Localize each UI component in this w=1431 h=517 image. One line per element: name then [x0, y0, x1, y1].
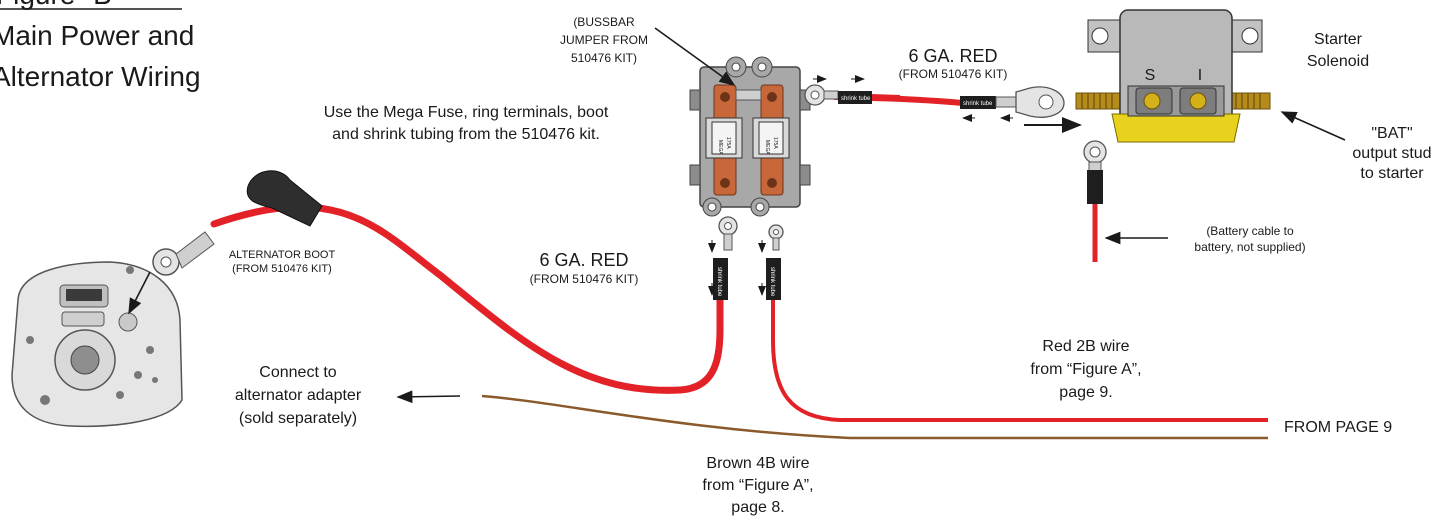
direction-arrows-vertical	[708, 240, 766, 296]
alternator-boot	[246, 170, 323, 227]
figure-subtitle-line2: Alternator Wiring	[0, 61, 201, 92]
svg-text:page 9.: page 9.	[1059, 384, 1112, 401]
alternator-boot-label: ALTERNATOR BOOT (FROM 510476 KIT)	[229, 249, 336, 275]
solenoid-i-terminal: I	[1198, 67, 1202, 84]
usage-note: Use the Mega Fuse, ring terminals, boot …	[324, 104, 609, 143]
bussbar-label: (BUSSBAR JUMPER FROM 510476 KIT)	[560, 15, 648, 65]
svg-text:(sold separately): (sold separately)	[239, 410, 357, 427]
svg-text:page 8.: page 8.	[731, 499, 784, 516]
svg-text:(Battery cable to: (Battery cable to	[1206, 224, 1294, 238]
shrink-tube-right: shrink tube	[766, 258, 781, 300]
fuse-ring-terminal-left	[718, 216, 738, 251]
solenoid-label: Starter Solenoid	[1307, 31, 1369, 70]
svg-text:6 GA. RED: 6 GA. RED	[539, 250, 628, 270]
brown-4b-wire	[481, 394, 1268, 440]
top-cable-label: 6 GA. RED (FROM 510476 KIT)	[899, 46, 1008, 81]
battery-cable-label: (Battery cable to battery, not supplied)	[1194, 224, 1305, 254]
alternator-cable-label: 6 GA. RED (FROM 510476 KIT)	[530, 250, 639, 286]
solenoid-s-terminal: S	[1145, 67, 1156, 84]
top-right-ring-terminal	[995, 86, 1065, 118]
alternator-ring-terminal	[152, 231, 215, 276]
top-left-ring-terminal	[804, 84, 839, 106]
svg-text:Connect to: Connect to	[259, 364, 336, 381]
svg-text:MEGA: MEGA	[764, 140, 770, 155]
figure-heading: Figure "B" Main Power and Alternator Wir…	[0, 0, 201, 92]
svg-text:output stud: output stud	[1352, 145, 1431, 162]
shrink-tube-left: shrink tube	[713, 258, 728, 300]
svg-text:battery, not supplied): battery, not supplied)	[1194, 240, 1305, 254]
svg-text:6 GA. RED: 6 GA. RED	[908, 46, 997, 66]
svg-text:alternator adapter: alternator adapter	[235, 387, 362, 404]
svg-text:and shrink tubing from the 510: and shrink tubing from the 510476 kit.	[332, 126, 600, 143]
svg-text:shrink tube: shrink tube	[963, 101, 993, 107]
svg-text:(FROM 510476 KIT): (FROM 510476 KIT)	[899, 67, 1008, 81]
mega-fuse-block: MEGA 175A MEGA 175A	[689, 56, 811, 217]
svg-text:shrink tube: shrink tube	[769, 267, 775, 297]
svg-text:shrink tube: shrink tube	[841, 96, 871, 102]
svg-text:"BAT": "BAT"	[1371, 125, 1412, 142]
svg-text:Brown 4B wire: Brown 4B wire	[706, 455, 809, 472]
top-shrink-tube-left: shrink tube	[838, 91, 872, 104]
svg-text:(FROM 510476 KIT): (FROM 510476 KIT)	[232, 263, 332, 275]
direction-arrows-horizontal	[813, 75, 1013, 122]
adapter-label: Connect to alternator adapter (sold sepa…	[235, 364, 362, 427]
from-page-label: FROM PAGE 9	[1284, 419, 1392, 436]
top-cable-join	[869, 94, 901, 101]
svg-text:from “Figure A”,: from “Figure A”,	[1030, 361, 1141, 378]
svg-text:to starter: to starter	[1360, 165, 1424, 182]
svg-text:510476 KIT): 510476 KIT)	[571, 51, 637, 65]
top-shrink-tube-right: shrink tube	[960, 96, 996, 109]
battery-ring-terminal	[1083, 140, 1107, 204]
svg-text:Starter: Starter	[1314, 31, 1363, 48]
alternator	[11, 261, 183, 428]
svg-text:175A: 175A	[725, 137, 731, 149]
svg-text:MEGA: MEGA	[717, 140, 723, 155]
fuse-ring-terminal-right	[768, 224, 784, 251]
svg-text:(FROM 510476 KIT): (FROM 510476 KIT)	[530, 272, 639, 286]
svg-text:shrink tube: shrink tube	[716, 267, 722, 297]
svg-text:Use the Mega Fuse, ring termin: Use the Mega Fuse, ring terminals, boot	[324, 104, 609, 121]
red-wire-label: Red 2B wire from “Figure A”, page 9.	[1030, 338, 1141, 401]
svg-text:from “Figure A”,: from “Figure A”,	[702, 477, 813, 494]
figure-subtitle-line1: Main Power and	[0, 20, 194, 51]
alternator-cable	[210, 203, 724, 394]
svg-text:JUMPER FROM: JUMPER FROM	[560, 33, 648, 47]
svg-text:(BUSSBAR: (BUSSBAR	[573, 15, 635, 29]
bat-label: "BAT" output stud to starter	[1352, 125, 1431, 182]
svg-text:ALTERNATOR BOOT: ALTERNATOR BOOT	[229, 249, 336, 261]
svg-text:Solenoid: Solenoid	[1307, 53, 1369, 70]
svg-text:Red 2B wire: Red 2B wire	[1042, 338, 1129, 355]
figure-title: Figure "B"	[0, 0, 122, 10]
starter-solenoid: S I	[1075, 9, 1271, 143]
red-2b-wire	[771, 290, 1268, 422]
brown-wire-label: Brown 4B wire from “Figure A”, page 8.	[702, 455, 813, 516]
svg-text:175A: 175A	[772, 137, 778, 149]
